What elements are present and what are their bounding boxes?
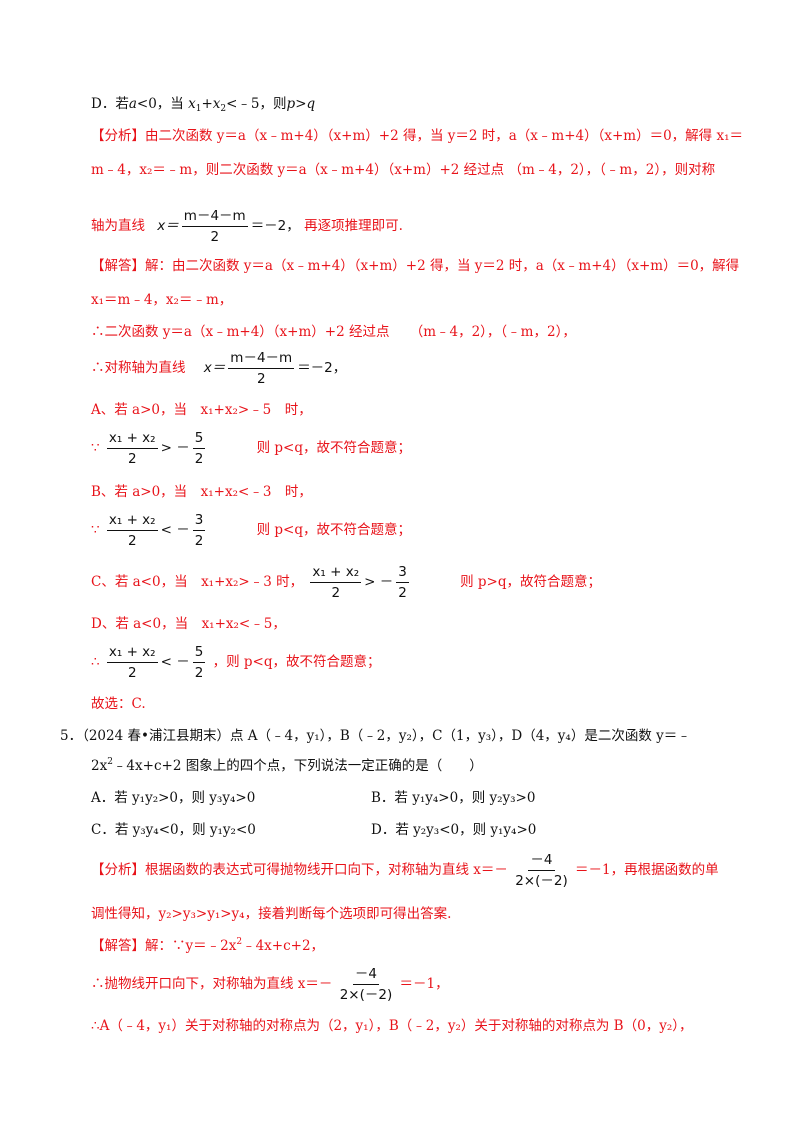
case-d-line: D、若 a<0，当 x₁+x₂<﹣5，	[91, 616, 286, 632]
case-b-line: B、若 a>0，当 x₁+x₂<﹣3 时，	[91, 484, 312, 500]
q5-option-b: B．若 y₁y₄>0，则 y₂y₃>0	[371, 790, 536, 806]
q5-option-a: A．若 y₁y₂>0，则 y₃y₄>0	[91, 790, 256, 806]
prev-option-d: D．若a<0，当 x1+x2<﹣5，则p>q	[91, 96, 316, 114]
solution-1-line-3: ∴二次函数 y＝a（x﹣m+4）（x+m）+2 经过点 （m﹣4，2），（﹣m，…	[91, 324, 576, 340]
solution-2-line-3: ∴A（﹣4，y₁）关于对称轴的对称点为（2，y₁），B（﹣2，y₂）关于对称轴的…	[91, 1018, 693, 1034]
analysis-2-line-2: 调性得知，y₂>y₃>y₁>y₄，接着判断每个选项即可得出答案.	[91, 906, 452, 922]
analysis-tag: 【分析】	[91, 128, 145, 144]
analysis-1-line-2: m﹣4，x₂＝﹣m，则二次函数 y＝a（x﹣m+4）（x+m）+2 经过点 （m…	[91, 162, 716, 178]
q5-option-d: D．若 y₂y₃<0，则 y₁y₄>0	[371, 822, 537, 838]
solution-1-line-2: x₁＝m﹣4，x₂＝﹣m，	[91, 292, 233, 308]
analysis-1-line-1: 【分析】由二次函数 y＝a（x﹣m+4）（x+m）+2 得，当 y＝2 时，a（…	[91, 128, 743, 144]
solution-tag: 【解答】	[91, 258, 145, 274]
question-5-line-2: 2x2﹣4x+c+2 图象上的四个点，下列说法一定正确的是（ ）	[91, 757, 483, 775]
analysis-tag-2: 【分析】	[91, 862, 145, 878]
case-a-line: A、若 a>0，当 x₁+x₂>﹣5 时，	[91, 402, 312, 418]
question-5-line-1: 5．（2024 春•浦江县期末）点 A（﹣4，y₁），B（﹣2，y₂），C（1，…	[60, 728, 691, 744]
q5-option-c: C．若 y₃y₄<0，则 y₁y₂<0	[91, 822, 256, 838]
solution-tag-2: 【解答】	[91, 938, 145, 954]
answer-1: 故选：C.	[91, 696, 146, 712]
solution-1-line-1: 【解答】解：由二次函数 y＝a（x﹣m+4）（x+m）+2 得，当 y＝2 时，…	[91, 258, 740, 274]
solution-2-line-1: 【解答】解：∵y＝﹣2x2﹣4x+c+2，	[91, 937, 325, 955]
question-number: 5．	[60, 728, 83, 744]
